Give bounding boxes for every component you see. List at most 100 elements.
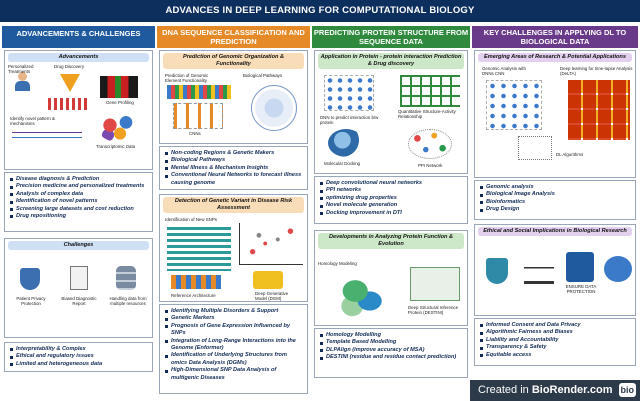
data-protection-badge-icon xyxy=(566,252,594,282)
destini-label: Deep Structural Inference Protein (DESTI… xyxy=(408,305,459,315)
bullet-item: High-Dimensional SNP Data Analysis of mu… xyxy=(164,367,303,382)
poster-title: ADVANCES IN DEEP LEARNING FOR COMPUTATIO… xyxy=(0,0,640,22)
dgm-icon xyxy=(253,271,283,289)
emerging-figure: Genomic Analysis with DNNs CNN Deep lear… xyxy=(478,64,632,174)
cell-image-grid-icon xyxy=(568,80,630,140)
challenges-panel: Challenges Patient Privacy Protection Bi… xyxy=(4,238,153,338)
bullet-item: Informed Consent and Data Privacy xyxy=(479,322,631,329)
cnn-network-icon xyxy=(173,103,223,129)
multiple-resources-label: Handling data from multiple resources xyxy=(109,296,147,306)
bullet-item: optimizing drug properties xyxy=(319,195,463,202)
advancements-figure: Personalized Treatments Drug Discovery G… xyxy=(8,64,149,166)
genomic-figure: Prediction of Genomic Element Functional… xyxy=(163,71,304,143)
protein-interaction-panel: Application in Protein - protein interac… xyxy=(314,50,468,174)
emerging-areas-panel: Emerging Areas of Research & Potential A… xyxy=(474,50,636,178)
column-key-challenges: KEY CHALLENGES IN APPLYING DL TO BIOLOGI… xyxy=(472,26,638,397)
reference-architecture-label: Reference Architecture xyxy=(171,293,216,298)
watermark-brand: BioRender.com xyxy=(531,384,613,396)
bullet-item: Biological Pathways xyxy=(164,157,303,164)
dl-algorithm-tree-icon xyxy=(518,136,552,160)
handshake-icon xyxy=(604,256,632,282)
panel-subtitle: Application in Protein - protein interac… xyxy=(318,53,464,69)
gene-profiling-label: Gene Profiling xyxy=(106,100,134,105)
protein-ribbon-icon xyxy=(332,271,390,321)
biorender-logo-icon: bio xyxy=(618,383,636,397)
bullet-item: Non-coding Regions & Genetic Makers xyxy=(164,150,303,157)
personalized-treatments-label: Personalized Treatments xyxy=(8,64,34,74)
bullet-item: Equitable access xyxy=(479,352,631,359)
bullet-item: Interpretability & Complex xyxy=(9,346,148,353)
drug-discovery-label: Drug Discovery xyxy=(54,64,85,69)
database-icon xyxy=(116,266,136,290)
advancements-bullets: Disease diagnosis & Prediction Precision… xyxy=(4,172,153,232)
panel-subtitle: Detection of Genetic Variant in Disease … xyxy=(163,197,304,213)
cnns-label: CNNs xyxy=(189,131,201,136)
qsar-label: Quantitative Structure-Activity Relation… xyxy=(398,109,456,119)
bullet-item: Identification of Underlying Structures … xyxy=(164,352,303,367)
scatter-plot-icon xyxy=(239,223,303,265)
column-advancements-challenges: ADVANCEMENTS & CHALLENGES Advancements P… xyxy=(2,26,155,397)
bullet-item: Analysis of complex data xyxy=(9,191,148,198)
ppi-network-icon xyxy=(408,129,452,159)
panel-subtitle: Emerging Areas of Research & Potential A… xyxy=(478,53,632,62)
drug-discovery-funnel-icon xyxy=(60,74,80,92)
destini-icon xyxy=(410,267,460,301)
dna-strand-icon xyxy=(12,132,82,138)
bullet-item: Homology Modelling xyxy=(319,332,463,339)
bullet-item: Docking improvement in DTI xyxy=(319,210,463,217)
challenges-bullets: Interpretability & Complex Ethical and r… xyxy=(4,342,153,372)
bullet-item: Template Based Modelling xyxy=(319,339,463,346)
report-icon xyxy=(70,266,88,290)
bullet-item: Precision medicine and personalized trea… xyxy=(9,183,148,190)
panel-subtitle: Developments in Analyzing Protein Functi… xyxy=(318,233,464,249)
sequence-track-icon xyxy=(167,85,231,99)
biological-pathways-label: Biological Pathways xyxy=(243,73,283,78)
bullet-item: Screening large datasets and cost reduct… xyxy=(9,206,148,213)
bullet-item: Drug Design xyxy=(479,206,631,213)
genomic-bullets: Non-coding Regions & Genetic Makers Biol… xyxy=(159,146,308,190)
ethical-panel: Ethical and Social Implications in Biolo… xyxy=(474,224,636,316)
privacy-shield-icon xyxy=(20,268,40,290)
cluster-plot-icon xyxy=(98,114,138,142)
reference-architecture-icon xyxy=(171,275,221,289)
bullet-item: PPI networks xyxy=(319,187,463,194)
justice-scale-icon xyxy=(524,256,554,284)
ethical-figure: ENSURE DATA PROTECTION xyxy=(478,238,632,312)
biased-report-label: Biased Diagnostic Report xyxy=(61,296,97,306)
bullet-item: Disease diagnosis & Prediction xyxy=(9,176,148,183)
genetic-variant-panel: Detection of Genetic Variant in Disease … xyxy=(159,194,308,302)
bullet-item: Conventional Neural Networks to forecast… xyxy=(164,172,303,187)
genomic-organization-panel: Prediction of Genomic Organization & Fun… xyxy=(159,50,308,144)
novel-pattern-label: Identify novel pattern & mechanisms xyxy=(10,116,55,126)
privacy-label: Patient Privacy Protection xyxy=(16,296,46,306)
new-snps-label: Identification of New SNPs xyxy=(165,217,217,222)
bullet-item: Liability and Accountability xyxy=(479,337,631,344)
bullet-item: Mental Illness & Mechanism Insights xyxy=(164,165,303,172)
data-protection-label: ENSURE DATA PROTECTION xyxy=(565,284,597,294)
dnn-network-icon xyxy=(324,75,374,111)
sample-tubes-icon xyxy=(48,98,88,110)
homology-modeling-label: Homology Modeling xyxy=(318,261,357,266)
lock-shield-icon xyxy=(486,258,508,284)
bullet-item: Algorithmic Fairness and Biases xyxy=(479,329,631,336)
bullet-item: Ethical and regulatory issues xyxy=(9,353,148,360)
advancements-panel: Advancements Personalized Treatments Dru… xyxy=(4,50,153,170)
snp-track-icon xyxy=(167,227,231,271)
ethical-bullets: Informed Consent and Data Privacy Algori… xyxy=(474,318,636,366)
panel-subtitle: Advancements xyxy=(8,53,149,62)
column-heading: KEY CHALLENGES IN APPLYING DL TO BIOLOGI… xyxy=(472,26,638,48)
delta-label: Deep learning for time-lapse Analysis (D… xyxy=(560,66,633,76)
cell-pathway-icon xyxy=(251,85,297,131)
dnn-predict-label: DNN to predict interaction b/w protein xyxy=(320,115,379,125)
transcriptomic-label: Transcriptomic Data xyxy=(96,144,136,149)
bullet-item: Prognosis of Gene Expression Influenced … xyxy=(164,323,303,338)
genomic-dnn-label: Genomic Analysis with DNNs CNN xyxy=(482,66,526,76)
panel-subtitle: Prediction of Genomic Organization & Fun… xyxy=(163,53,304,69)
bullet-item: Genomic analysis xyxy=(479,184,631,191)
genomic-element-label: Prediction of Genomic Element Functional… xyxy=(165,73,209,83)
bullet-item: DLPAlign (improve accuracy of MSA) xyxy=(319,347,463,354)
person-head-icon xyxy=(18,72,27,81)
bullet-item: DESTINI (residue and residue contact pre… xyxy=(319,354,463,361)
bullet-item: Novel molecule generation xyxy=(319,202,463,209)
genomic-network-icon xyxy=(486,80,542,130)
